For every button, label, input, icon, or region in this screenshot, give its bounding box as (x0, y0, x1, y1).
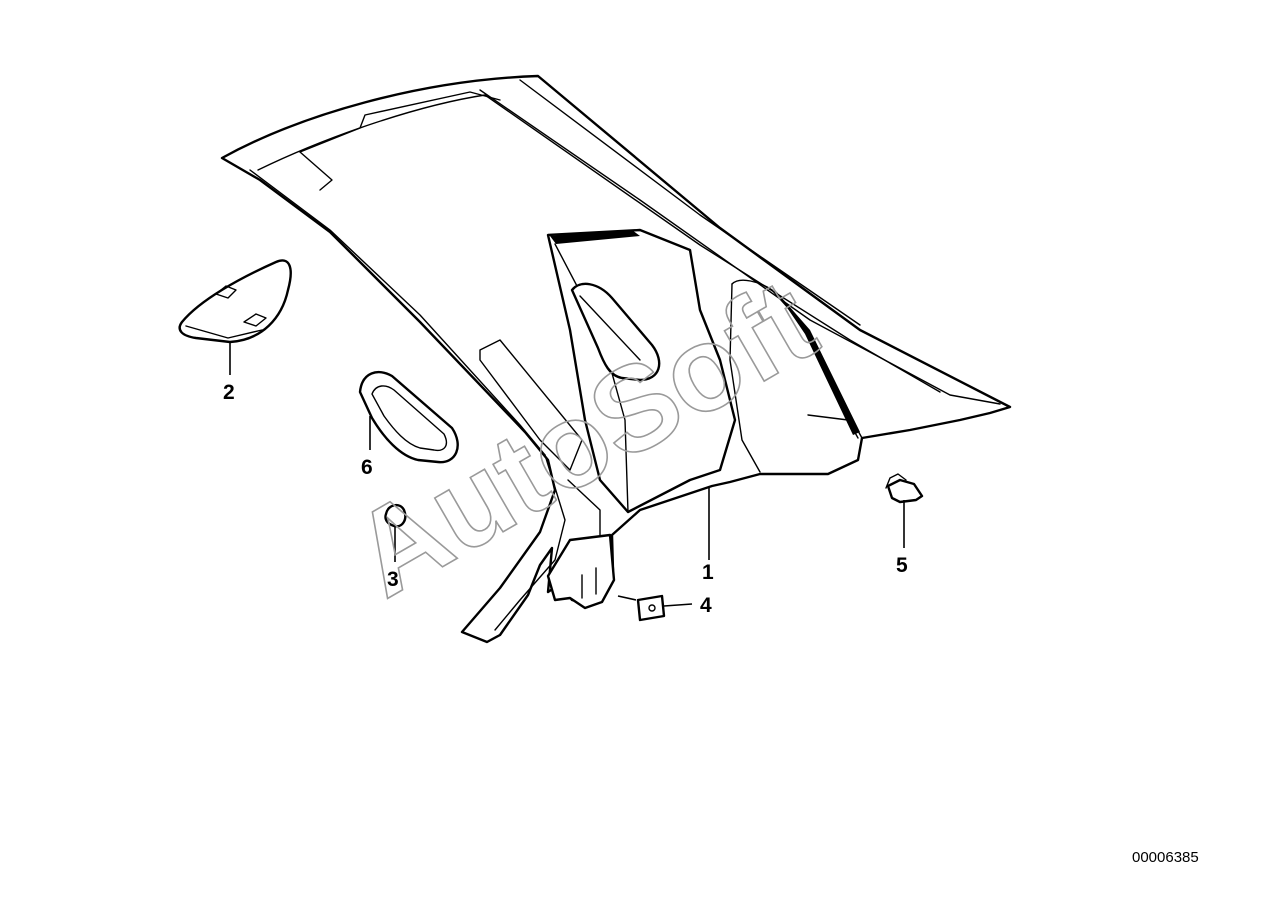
callout-1: 1 (702, 561, 714, 584)
part-2-cover-cap[interactable] (178, 259, 292, 344)
callout-6: 6 (361, 456, 373, 479)
part-6-handle-frame[interactable] (358, 371, 459, 464)
leader-4 (663, 603, 693, 607)
callout-2: 2 (223, 381, 235, 404)
callout-4: 4 (700, 594, 712, 617)
leader-4-dash (617, 595, 637, 601)
callout-5: 5 (896, 554, 908, 577)
reference-number: 00006385 (1132, 849, 1199, 866)
part-4-clip-nut[interactable] (636, 594, 666, 622)
callout-3: 3 (387, 568, 399, 591)
part-1-trim-panel[interactable] (220, 74, 1012, 644)
part-5-clip[interactable] (885, 473, 924, 504)
part-3-plug[interactable] (384, 503, 407, 528)
